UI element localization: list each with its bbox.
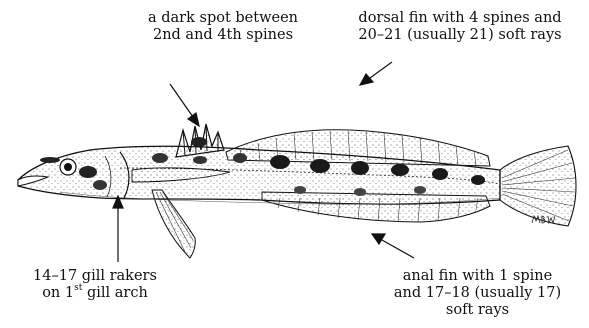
label-dark-spot-line2: 2nd and 4th spines bbox=[118, 27, 328, 44]
label-gill-rakers-line2: on 1st gill arch bbox=[0, 285, 190, 302]
arrow-anal-fin bbox=[372, 234, 414, 258]
label-dorsal-fin-line2: 20–21 (usually 21) soft rays bbox=[330, 27, 589, 44]
label-dorsal-fin-line1: dorsal fin with 4 spines and bbox=[330, 10, 589, 27]
label-dark-spot-line1: a dark spot between bbox=[118, 10, 328, 27]
label-anal-fin: anal fin with 1 spine and 17–18 (usually… bbox=[366, 268, 589, 319]
label-gill-rakers-line1: 14–17 gill rakers bbox=[0, 268, 190, 285]
label-anal-fin-line1: anal fin with 1 spine bbox=[366, 268, 589, 285]
label-gill-rakers: 14–17 gill rakers on 1st gill arch bbox=[0, 268, 190, 302]
label-gill-rakers-line2-suffix: gill arch bbox=[82, 285, 147, 301]
label-anal-fin-line2: and 17–18 (usually 17) bbox=[366, 285, 589, 302]
dark-spot-mark bbox=[191, 137, 207, 147]
arrow-dark-spot bbox=[170, 84, 199, 126]
arrow-dorsal-fin bbox=[360, 62, 392, 85]
label-gill-rakers-line2-sup: st bbox=[74, 283, 82, 293]
label-gill-rakers-line2-prefix: on 1 bbox=[42, 285, 74, 301]
arrow-gill-rakers bbox=[113, 196, 123, 262]
label-anal-fin-line3: soft rays bbox=[366, 302, 589, 319]
artist-signature bbox=[531, 213, 557, 225]
label-dorsal-fin: dorsal fin with 4 spines and 20–21 (usua… bbox=[330, 10, 589, 44]
label-dark-spot: a dark spot between 2nd and 4th spines bbox=[118, 10, 328, 44]
